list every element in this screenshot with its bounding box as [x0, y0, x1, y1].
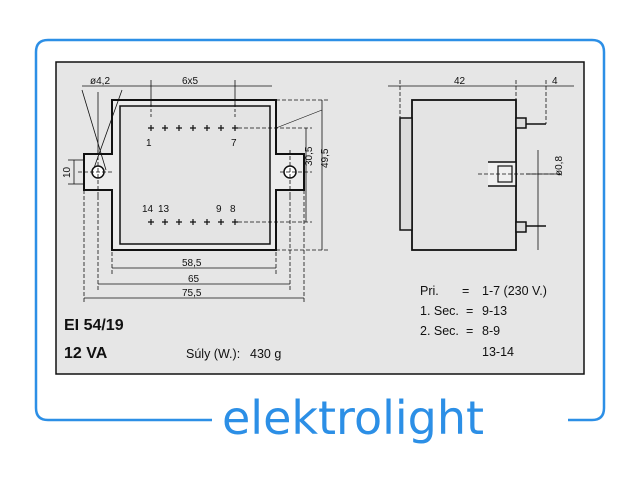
dim-pin-pitch: 6x5: [182, 76, 199, 87]
dim-body-width: 58,5: [182, 258, 202, 269]
pinout-label-0: Pri.: [420, 284, 439, 298]
pin-label-9: 9: [216, 204, 222, 215]
pinout-sep-2: =: [466, 324, 473, 338]
pin-label-1: 1: [146, 138, 152, 149]
dim-overall-width: 75,5: [182, 288, 202, 299]
brand-frame-border: [34, 38, 606, 422]
transformer-body: [119, 105, 271, 245]
dim-hole-diameter: ø4,2: [90, 76, 110, 87]
dim-pin-row-spacing: 30,5: [304, 146, 315, 166]
model-power: 12 VA: [64, 345, 108, 362]
front-view: [68, 80, 330, 304]
pin-label-7: 7: [231, 138, 237, 149]
weight-value: 430 g: [250, 347, 281, 361]
pinout-label-2: 2. Sec.: [420, 324, 459, 338]
pinout-value-1: 9-13: [482, 304, 507, 318]
pin-label-14: 14: [142, 204, 154, 215]
dim-hole-spacing: 65: [188, 274, 200, 285]
side-view: [388, 80, 574, 251]
pin-row-top: [148, 125, 238, 131]
pinout-value-0: 1-7 (230 V.): [482, 284, 547, 298]
weight-label: Súly (W.):: [186, 347, 240, 361]
dim-outer-height: 49,5: [320, 148, 331, 168]
dim-side-offset: 4: [552, 76, 558, 87]
pinout-value-2: 8-9: [482, 324, 500, 338]
pinout-sep-1: =: [466, 304, 473, 318]
pinout-table: Pri. = 1-7 (230 V.) 1. Sec. = 9-13 2. Se…: [420, 284, 547, 359]
pinout-label-1: 1. Sec.: [420, 304, 459, 318]
brand-logo-text: elektrolight: [222, 391, 485, 445]
side-flange: [399, 117, 413, 231]
dim-flange-height: 10: [62, 166, 73, 178]
dim-side-depth: 42: [454, 76, 466, 87]
model-type: EI 54/19: [64, 317, 124, 334]
pinout-value-3: 13-14: [482, 345, 514, 359]
pin-label-13: 13: [158, 204, 170, 215]
pin-label-8: 8: [230, 204, 236, 215]
pin-row-bottom: [148, 219, 238, 225]
dim-pin-diameter: ø0,8: [554, 156, 565, 176]
pinout-sep-0: =: [462, 284, 469, 298]
